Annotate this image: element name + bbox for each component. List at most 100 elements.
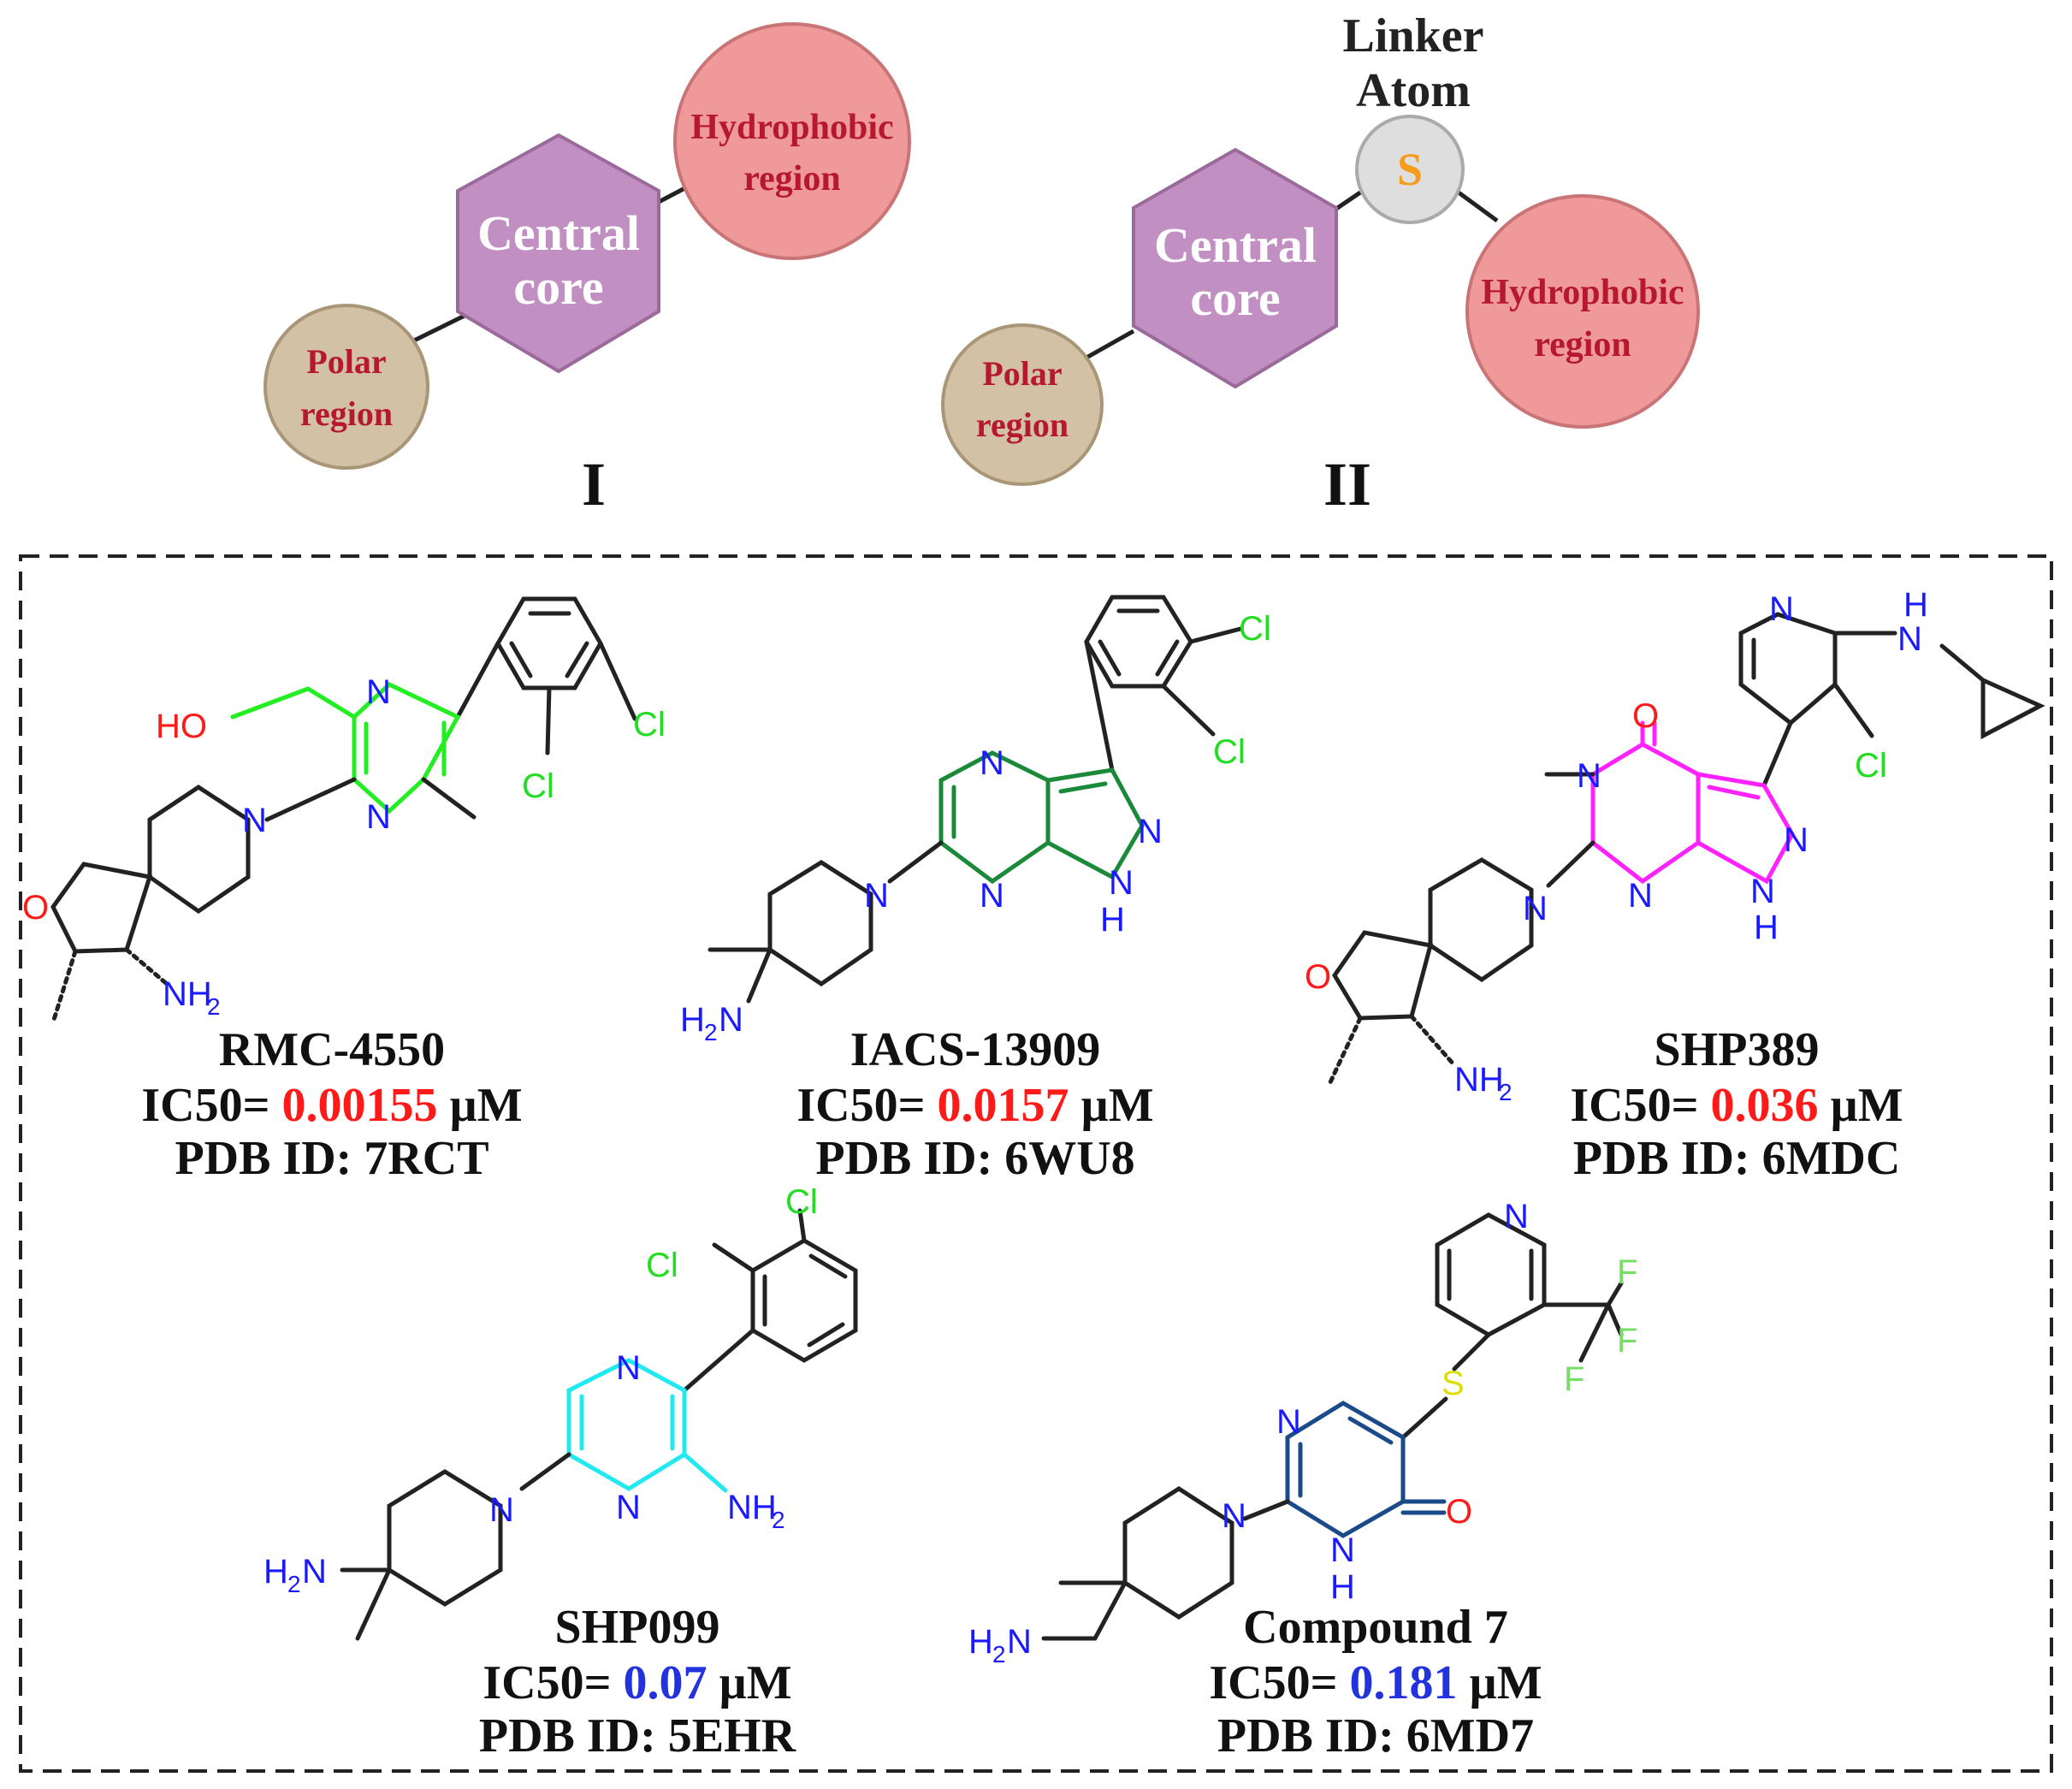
bond-cl-b xyxy=(545,685,552,755)
pyrazole-inner-1 xyxy=(1058,781,1108,794)
piperidine-ring-5 xyxy=(1122,1486,1234,1620)
atoms-shp389: N N H Cl O N N N N H N O NH 2 xyxy=(1305,586,1928,1105)
compound-ic50: IC50= 0.0157 µM xyxy=(796,1079,1153,1132)
atom-label: S xyxy=(1442,1365,1465,1402)
compound-ic50: IC50= 0.07 µM xyxy=(482,1656,791,1709)
atom-label: N xyxy=(302,1553,327,1591)
hydrophobic-label-ii-2: region xyxy=(1534,325,1631,364)
pyrimidinone-ring-5 xyxy=(1285,1401,1406,1538)
caption-compound-7: Compound 7 IC50= 0.181 µM PDB ID: 6MD7 xyxy=(1209,1601,1542,1762)
atom-label: N xyxy=(1504,1198,1529,1235)
bond-methyl-pyrazine xyxy=(421,777,477,820)
atom-label: H xyxy=(680,1001,705,1039)
atom-label: Cl xyxy=(1239,610,1271,648)
atom-label: F xyxy=(1617,1322,1637,1360)
hydrophobic-label-ii-1: Hydrophobic xyxy=(1481,273,1684,312)
bond-phenyl-pyrazine xyxy=(455,641,500,720)
atom-label: 2 xyxy=(207,993,221,1020)
bond-cl-g xyxy=(712,1242,755,1273)
atom-label: H xyxy=(1330,1568,1355,1606)
pyrazole-inner-2 xyxy=(1707,785,1761,800)
phenyl-inner-bond-5 xyxy=(1155,639,1180,677)
atom-label: NH xyxy=(163,975,212,1013)
atom-label: N xyxy=(366,798,391,836)
hydrophobic-label-i-1: Hydrophobic xyxy=(690,108,893,147)
bond-cf3-f3 xyxy=(1578,1302,1611,1363)
atom-label: O xyxy=(1446,1493,1472,1531)
atom-label: O xyxy=(1305,958,1331,996)
atoms-compound-7: N F F F S N N H O N H 2 N xyxy=(968,1198,1637,1668)
atom-label: N xyxy=(1897,620,1922,658)
linker-title-1: Linker xyxy=(1343,9,1484,62)
atom-label: N xyxy=(1750,873,1775,910)
atom-label: N xyxy=(242,802,267,839)
polar-label-i-1: Polar xyxy=(306,342,386,381)
bond-ch2-pip5 xyxy=(1092,1580,1128,1641)
bond-methyl-thf3 xyxy=(1328,1016,1363,1085)
phenyl-inner-bond-7 xyxy=(808,1253,848,1279)
pyrazole-ring-3 xyxy=(1696,772,1795,885)
connector-polar-core-i xyxy=(409,312,468,345)
compounds-frame xyxy=(19,554,2053,1773)
structure-rmc-4550 xyxy=(50,596,637,1025)
compound-name: RMC-4550 xyxy=(219,1023,445,1076)
atom-label: Cl xyxy=(633,706,666,743)
linker-title-2: Atom xyxy=(1356,64,1471,117)
atom-label: N xyxy=(1138,813,1163,850)
atom-label: N xyxy=(980,877,1004,915)
atom-label: 2 xyxy=(287,1571,301,1597)
compound-ic50: IC50= 0.181 µM xyxy=(1209,1656,1542,1709)
piperidine-ring-3 xyxy=(1428,857,1534,983)
atom-label: N xyxy=(864,877,889,915)
bond-s-pyrimidinone xyxy=(1400,1396,1448,1440)
bond-bicycle-pip3 xyxy=(1546,840,1595,888)
atom-label: H xyxy=(263,1553,288,1591)
atom-label: N xyxy=(366,673,391,711)
atom-label: N xyxy=(1577,757,1601,795)
pyrimidinone-ring-3 xyxy=(1590,742,1701,885)
atom-label: 2 xyxy=(992,1641,1006,1668)
atom-label: N xyxy=(1007,1623,1032,1661)
bond-cl-c xyxy=(1188,626,1243,644)
atom-label: 2 xyxy=(704,1019,718,1046)
compound-pdb: PDB ID: 6WU8 xyxy=(815,1132,1134,1185)
bond-amine-pip2 xyxy=(746,947,773,1004)
bond-amine-thf xyxy=(124,947,169,986)
pyrazole-ring-2 xyxy=(1045,767,1145,880)
atom-label: H xyxy=(1100,901,1125,939)
polar-label-i-2: region xyxy=(300,394,393,433)
numeral-i: I xyxy=(582,450,606,518)
linker-symbol: S xyxy=(1397,144,1423,195)
atom-label: N xyxy=(1628,877,1653,915)
bond-cl-f xyxy=(797,1208,807,1243)
central-core-i xyxy=(456,133,660,374)
core-label-i-1: Central xyxy=(477,205,640,261)
bond-nh2-pyrazine xyxy=(682,1452,728,1493)
compound-name: IACS-13909 xyxy=(850,1023,1100,1076)
core-label-ii-2: core xyxy=(1190,270,1280,326)
hydrophobic-label-i-2: region xyxy=(743,159,841,198)
compound-ic50: IC50= 0.036 µM xyxy=(1570,1079,1903,1132)
atom-label: N xyxy=(616,1349,641,1387)
bond-pyr-bicycle xyxy=(1761,720,1793,788)
caption-shp099: SHP099 IC50= 0.07 µM PDB ID: 5EHR xyxy=(479,1601,796,1762)
compound-name: Compound 7 xyxy=(1243,1601,1508,1654)
compound-pdb: PDB ID: 7RCT xyxy=(175,1132,488,1185)
atom-label: O xyxy=(22,889,49,927)
atom-label: N xyxy=(489,1491,514,1529)
atoms-iacs-13909: N N N N H N Cl Cl H 2 N xyxy=(680,610,1271,1046)
atom-label: O xyxy=(1632,697,1659,735)
bond-ch2oh-1 xyxy=(305,686,357,720)
bond-cf3-f1 xyxy=(1606,1281,1624,1307)
phenyl-inner-bond-6 xyxy=(1098,639,1122,677)
pyrazine-ring-4 xyxy=(566,1358,687,1491)
connector-linker-hydro-ii xyxy=(1457,190,1499,223)
structure-compound-7 xyxy=(1041,1212,1624,1641)
bond-pyrazine-pip xyxy=(264,777,357,822)
hydrophobic-region-ii xyxy=(1465,194,1700,429)
atom-label: Cl xyxy=(1855,747,1887,785)
connector-core-linker-ii xyxy=(1335,190,1362,211)
atom-label: H xyxy=(1903,586,1928,624)
atoms-rmc-4550: N N N HO Cl Cl O NH 2 xyxy=(22,673,666,1020)
atom-label: N xyxy=(1109,864,1134,902)
